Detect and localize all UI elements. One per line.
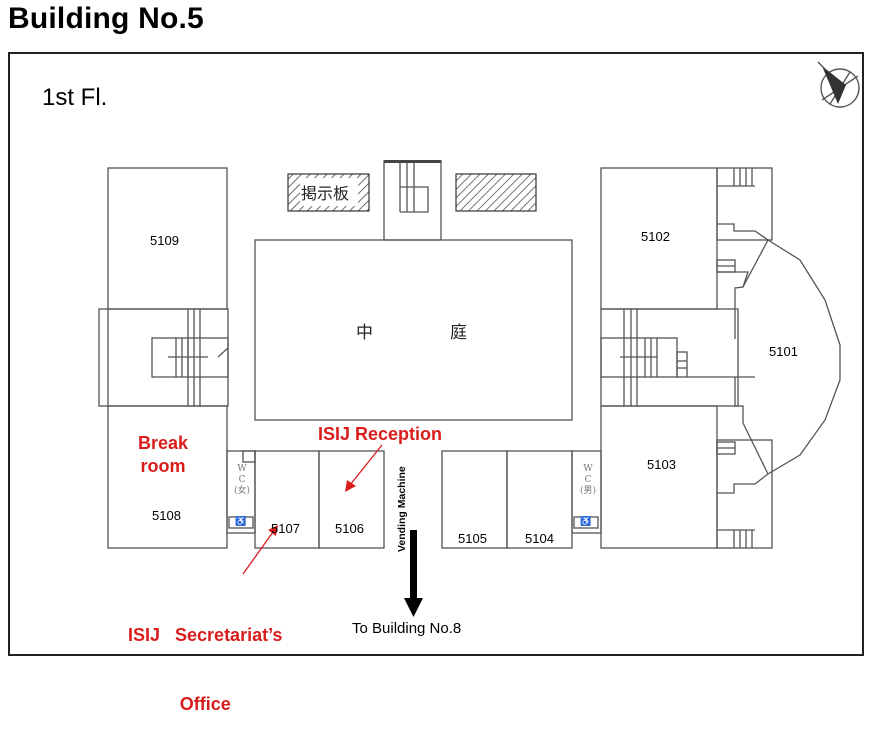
room-5104[interactable]: 5104	[525, 531, 554, 546]
floor-label: 1st Fl.	[42, 84, 108, 111]
compass-icon	[817, 61, 860, 108]
break-room-line-2: room	[140, 456, 186, 476]
arrow-down-icon	[404, 530, 423, 617]
left-stair-area	[98, 308, 229, 407]
wc-letter-c: C	[238, 475, 246, 485]
room-5101-outline	[767, 239, 841, 475]
wc-letter-w: W	[583, 464, 593, 474]
accessible-icon: ♿	[235, 516, 247, 526]
room-5106-outline	[318, 450, 385, 549]
wc-letter-w: W	[237, 464, 247, 474]
courtyard-outline	[254, 239, 573, 421]
room-5108[interactable]: 5108	[152, 508, 181, 523]
map-frame	[8, 52, 864, 656]
wc-gender: (女)	[234, 486, 251, 496]
secretariat-annotation: ISIJ Secretariat’s Office	[128, 578, 282, 739]
bulletin-board-label: 掲示板	[301, 184, 350, 203]
room-5106[interactable]: 5106	[335, 521, 364, 536]
restroom-women: W C (女)	[234, 464, 250, 497]
vending-machine-label: Vending Machine	[396, 466, 408, 552]
courtyard-label-1: 中	[356, 323, 373, 343]
wc-letter-c: C	[584, 475, 592, 485]
courtyard-label-2: 庭	[450, 323, 467, 343]
break-room-line-1: Break	[138, 433, 189, 453]
break-room-annotation: Break room	[138, 432, 188, 478]
room-5107[interactable]: 5107	[271, 521, 300, 536]
room-5105[interactable]: 5105	[458, 531, 487, 546]
floor-plan	[98, 61, 860, 617]
secretariat-line-2: Office	[179, 694, 231, 714]
wc-gender: (男)	[580, 486, 597, 496]
reception-arrow-icon	[345, 444, 383, 492]
secretariat-arrow-icon	[242, 525, 278, 575]
room-5103-outline	[600, 405, 718, 549]
accessible-icon: ♿	[580, 516, 592, 526]
room-5101[interactable]: 5101	[769, 344, 798, 359]
restroom-men: W C (男)	[580, 464, 596, 497]
exit-label: To Building No.8	[352, 620, 462, 637]
room-5109[interactable]: 5109	[150, 233, 179, 248]
room-5102[interactable]: 5102	[641, 229, 670, 244]
room-5103[interactable]: 5103	[647, 457, 676, 472]
secretariat-line-1: ISIJ Secretariat’s	[128, 625, 283, 645]
page-title: Building No.5	[8, 2, 204, 35]
bulletin-board-right	[455, 173, 537, 212]
isij-reception-annotation: ISIJ Reception	[318, 424, 443, 444]
